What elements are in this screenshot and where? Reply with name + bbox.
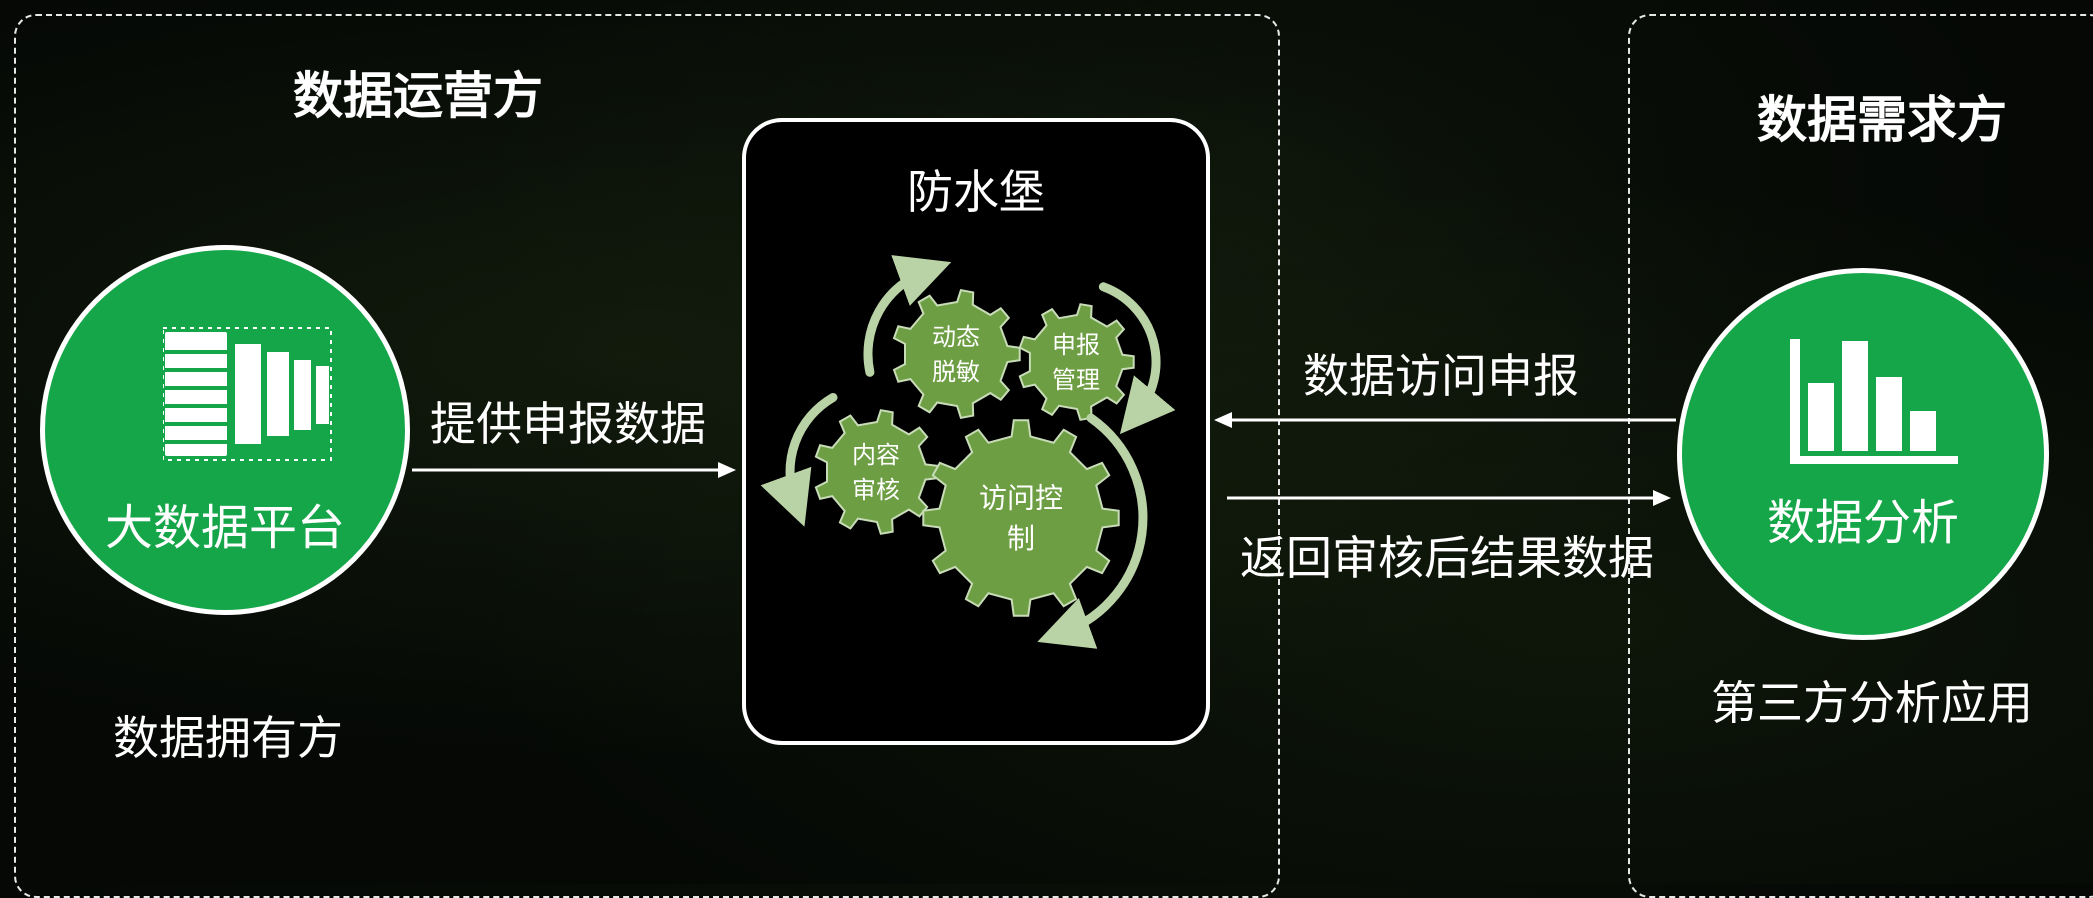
gear-content-review-label-1: 审核 — [852, 476, 900, 504]
gear-report-management-label-1: 管理 — [1052, 366, 1100, 394]
rotation-arc-access — [1037, 413, 1148, 649]
rotation-arc-report — [1098, 282, 1176, 435]
big-data-platform-label: 大数据平台 — [104, 500, 345, 556]
gear-access-control — [922, 419, 1120, 617]
gear-content-review-label-0: 内容 — [852, 441, 900, 469]
data-access-report-label: 数据访问申报 — [1303, 349, 1579, 403]
gear-access-control-label-1: 制 — [1007, 522, 1035, 555]
data-owner-label: 数据拥有方 — [113, 711, 343, 765]
return-data-arrow — [1227, 490, 1671, 506]
provide-data-arrow — [412, 462, 736, 478]
gear-content-review — [814, 409, 939, 535]
bar-chart-icon — [1790, 339, 1960, 473]
data-analysis-label: 数据分析 — [1766, 495, 1959, 551]
operator-region-title: 数据运营方 — [293, 67, 543, 125]
fortress-box: 防水堡 动态脱敏 申报管理内容审核 访问控制 — [742, 118, 1210, 745]
gear-dynamic-desensitize — [892, 289, 1021, 419]
data-analysis-circle: 数据分析 — [1677, 268, 2049, 640]
demand-region-title: 数据需求方 — [1757, 91, 2007, 149]
provide-report-data-label: 提供申报数据 — [430, 397, 706, 451]
gear-dynamic-desensitize-label-0: 动态 — [932, 323, 980, 351]
third-party-app-label: 第三方分析应用 — [1711, 676, 2033, 730]
rotation-arc-dynamic — [863, 255, 952, 377]
gear-report-management — [1018, 303, 1135, 421]
return-reviewed-data-label: 返回审核后结果数据 — [1240, 531, 1654, 585]
server-building-icon — [162, 322, 333, 466]
gear-access-control-label-0: 访问控 — [979, 482, 1063, 515]
rotation-arc-content — [760, 393, 838, 527]
gear-report-management-label-0: 申报 — [1052, 331, 1100, 359]
access-report-arrow — [1214, 412, 1676, 428]
fortress-title: 防水堡 — [907, 165, 1045, 219]
gear-dynamic-desensitize-label-1: 脱敏 — [932, 358, 980, 386]
big-data-platform-circle: 大数据平台 — [40, 245, 410, 615]
